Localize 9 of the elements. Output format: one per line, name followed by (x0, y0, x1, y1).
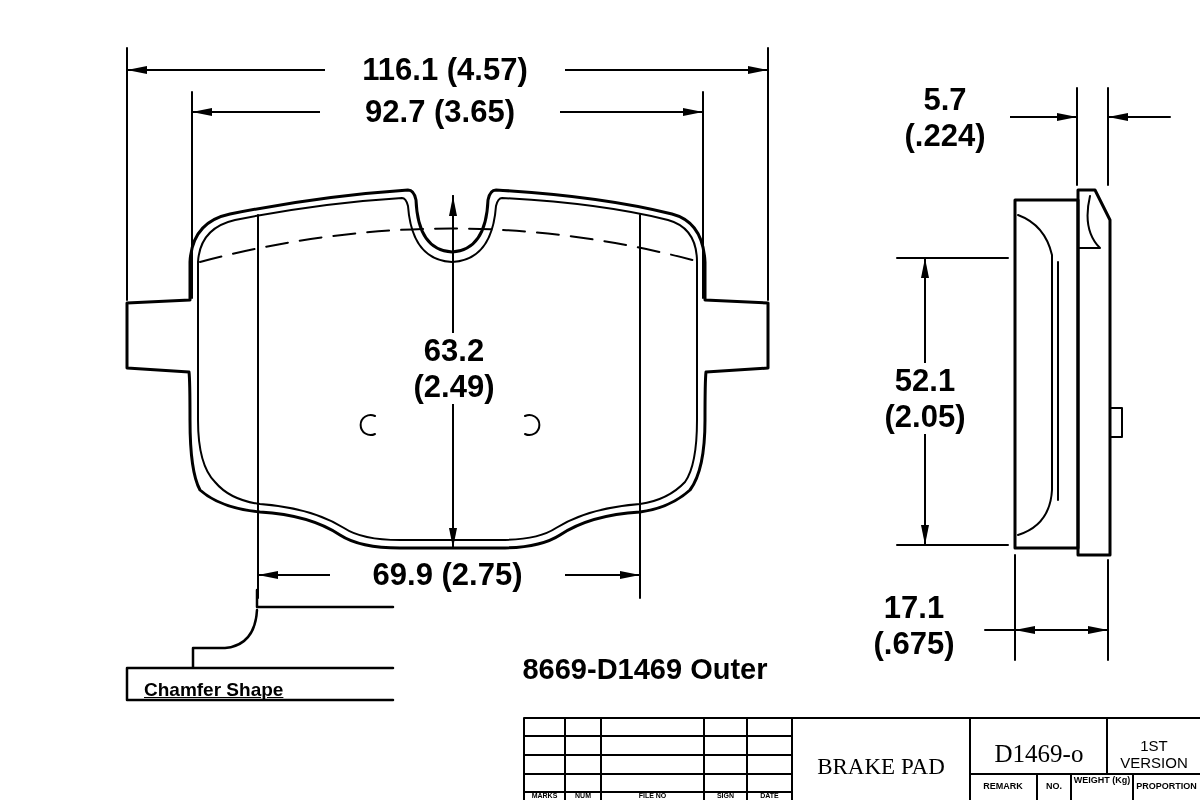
header-text: NO. (1045, 782, 1063, 791)
header-text: WEIGHT (Kg) (1072, 776, 1132, 785)
title-text: BRAKE PAD (816, 754, 946, 781)
chamfer-shape-text: Chamfer Shape (144, 679, 284, 701)
header-text: REMARK (982, 782, 1024, 791)
header-text: PROPORTION (1135, 782, 1198, 791)
part-code-text: D1469-o (993, 740, 1085, 769)
version-text: 1ST VERSION (1119, 737, 1189, 772)
part-number-text: 8669-D1469 Outer (521, 653, 769, 687)
